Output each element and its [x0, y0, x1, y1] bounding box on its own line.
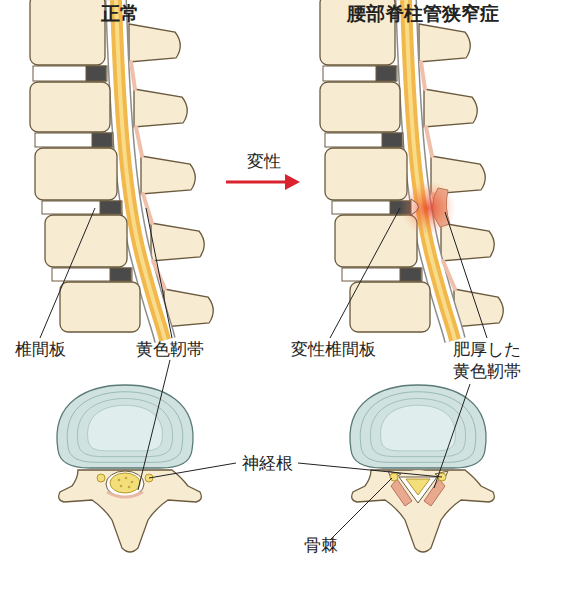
part-label: 神経根 — [232, 452, 302, 474]
normal-spine — [30, 0, 213, 340]
stenosis-axial — [350, 385, 494, 552]
panel-heading: 腰部脊柱管狭窄症 — [315, 2, 530, 24]
panel-heading: 正常 — [80, 2, 160, 24]
part-label: 肥厚した 黄色靭帯 — [449, 338, 525, 382]
leader-line — [40, 208, 487, 540]
normal-canal — [97, 473, 153, 497]
stenosis-canal — [388, 470, 448, 506]
part-label: 椎間板 — [5, 338, 75, 360]
normal-axial — [57, 385, 201, 552]
stenosis-lesion — [400, 180, 456, 236]
part-label: 黄色靭帯 — [120, 338, 220, 360]
part-label: 骨棘 — [296, 534, 346, 556]
part-label: 変性椎間板 — [278, 338, 388, 360]
stenosis-spine — [320, 0, 503, 340]
arrow-label: 変性 — [234, 150, 294, 172]
degeneration-arrow — [226, 174, 300, 190]
